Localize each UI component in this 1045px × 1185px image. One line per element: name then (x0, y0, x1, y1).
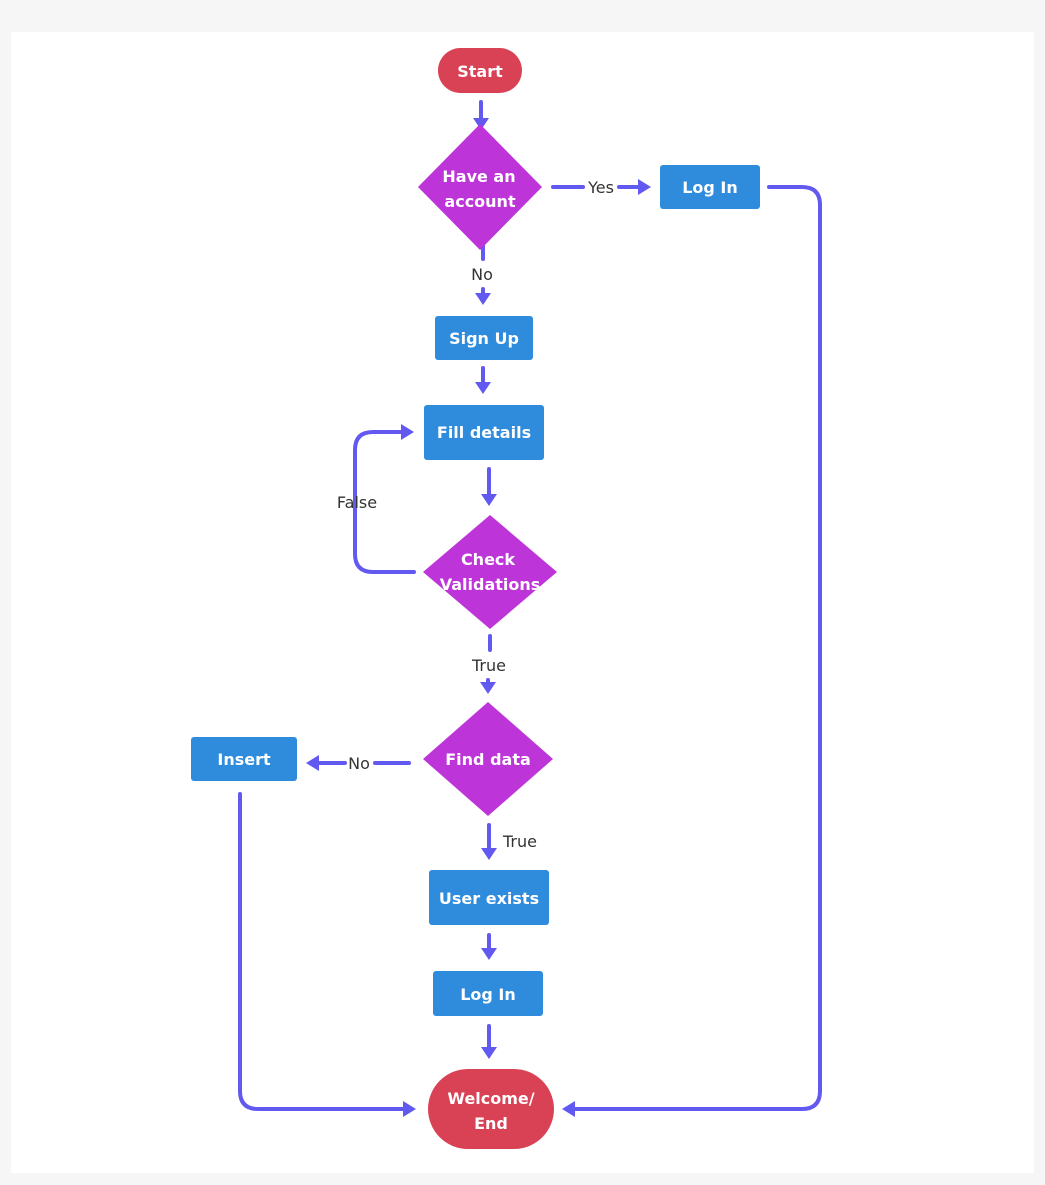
arrowhead-down (481, 1047, 497, 1059)
arrowhead-left (306, 755, 319, 771)
arrowhead-down (480, 682, 496, 694)
node-welcome-end: Welcome/ End (428, 1069, 554, 1149)
node-insert: Insert (191, 737, 297, 781)
label-true-validations: True (471, 656, 506, 675)
svg-text:Insert: Insert (217, 750, 271, 769)
svg-text:Validations: Validations (440, 575, 541, 594)
svg-text:Sign Up: Sign Up (449, 329, 519, 348)
svg-text:End: End (474, 1114, 508, 1133)
node-find-data-decision: Find data (423, 702, 553, 816)
arrowhead-right (403, 1101, 416, 1117)
label-no-data: No (348, 754, 370, 773)
edge-insert-to-end (238, 792, 405, 1111)
svg-text:Welcome/: Welcome/ (447, 1089, 534, 1108)
node-start: Start (438, 48, 522, 93)
svg-text:Find data: Find data (445, 750, 531, 769)
node-fill-details: Fill details (424, 405, 544, 460)
edge-login-top-to-end (573, 185, 822, 1111)
svg-text:Log In: Log In (460, 985, 516, 1004)
node-have-account-decision: Have an account (418, 124, 542, 250)
node-sign-up: Sign Up (435, 316, 533, 360)
node-check-validations-decision: Check Validations (423, 515, 557, 629)
node-login-bottom: Log In (433, 971, 543, 1016)
label-no-account: No (471, 265, 493, 284)
edge-false-loop (353, 430, 416, 574)
edge-labels: Yes No False True No True (337, 178, 614, 851)
arrowhead-right (401, 424, 414, 440)
diagram-canvas: Yes No False True No True Start Have an … (11, 32, 1034, 1173)
svg-text:Check: Check (461, 550, 515, 569)
arrowhead-down (481, 848, 497, 860)
node-user-exists: User exists (429, 870, 549, 925)
svg-text:Start: Start (457, 62, 503, 81)
arrowhead-down (481, 494, 497, 506)
arrowhead-left (562, 1101, 575, 1117)
svg-text:Have an: Have an (442, 167, 515, 186)
label-yes: Yes (587, 178, 614, 197)
svg-text:account: account (444, 192, 516, 211)
label-true-data: True (502, 832, 537, 851)
label-false: False (337, 493, 377, 512)
arrowhead-right (638, 179, 651, 195)
arrowhead-down (475, 382, 491, 394)
arrowhead-down (481, 948, 497, 960)
flowchart: Yes No False True No True Start Have an … (191, 48, 822, 1149)
svg-text:User exists: User exists (439, 889, 539, 908)
node-login-top: Log In (660, 165, 760, 209)
arrowhead-down (475, 293, 491, 305)
arrowhead-down (473, 118, 489, 130)
connectors (238, 100, 822, 1117)
svg-text:Log In: Log In (682, 178, 738, 197)
svg-text:Fill details: Fill details (437, 423, 531, 442)
